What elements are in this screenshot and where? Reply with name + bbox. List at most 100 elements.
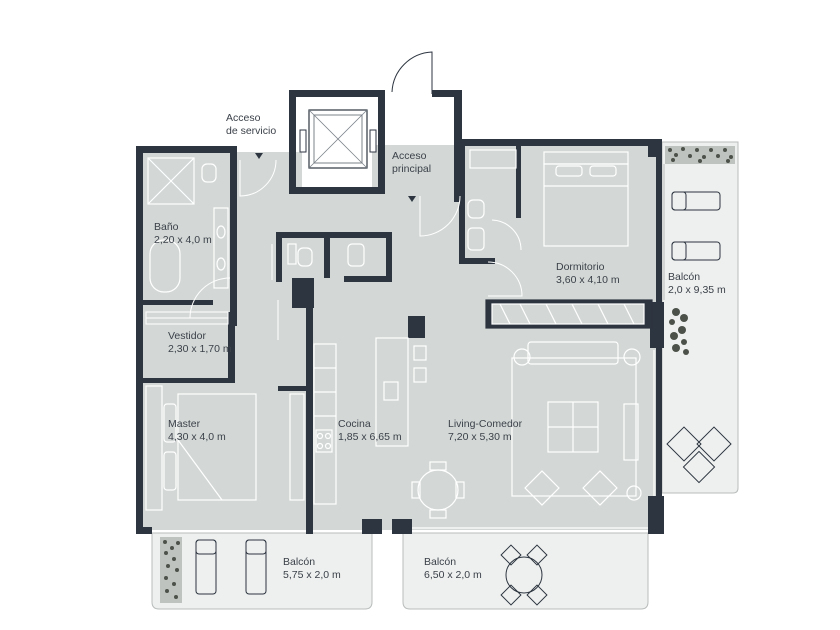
wall-vestidor-right — [228, 312, 235, 383]
shower — [147, 157, 195, 205]
wall-left-outer — [136, 146, 143, 534]
wall-wc-left — [276, 232, 282, 282]
dorm-door-swing — [487, 261, 523, 297]
label-cocina-size: 1,85 x 6,65 m — [338, 431, 402, 443]
service-door-swing — [239, 159, 277, 197]
label-balcon-right-size: 2,0 x 9,35 m — [668, 284, 726, 296]
service-arrow-1 — [255, 153, 263, 159]
wall-bottom-left — [136, 527, 152, 534]
balcony-master-floor — [151, 532, 373, 610]
sofa — [527, 341, 619, 365]
dorm-toilet — [467, 199, 485, 219]
dorm-headboard — [543, 151, 629, 165]
plant-dots-bottom — [163, 540, 180, 599]
balcony-table-chair-4 — [526, 584, 548, 606]
elevator-door-right — [369, 129, 377, 153]
dormbath-door-swing — [491, 219, 522, 251]
wall-bano-bottom — [143, 300, 213, 305]
access-markers — [255, 153, 416, 202]
dorm-closet-inner — [491, 303, 645, 325]
master-closet-2 — [289, 393, 305, 501]
elevator-door — [299, 129, 307, 153]
label-balcon-living-name: Balcón — [424, 556, 456, 568]
balcony-chair-2 — [696, 426, 732, 462]
label-living-size: 7,20 x 5,30 m — [448, 431, 512, 443]
doors — [189, 51, 523, 340]
dormitorio-fixtures — [467, 149, 653, 329]
wall-vestidor-bottom — [143, 378, 235, 383]
island-sink — [383, 381, 399, 401]
lounger-right-2-head — [671, 241, 687, 261]
balcony-table-chair-1 — [500, 544, 522, 566]
main-door-swing — [391, 51, 433, 94]
lounger-right-1-head — [671, 191, 687, 211]
sink-2 — [216, 257, 226, 271]
vanity — [213, 207, 229, 289]
dining-chair-4 — [455, 481, 465, 499]
stool-2 — [413, 367, 427, 383]
wall-elevator-left — [289, 90, 296, 194]
kitchen-column — [408, 316, 425, 338]
burner-1 — [316, 432, 324, 440]
bano-door-swing — [189, 277, 231, 319]
balcony-table-chair-2 — [526, 544, 548, 566]
wall-bottom-mid-b — [392, 519, 412, 534]
wall-kitchen-left — [306, 278, 313, 534]
bano-fixtures — [147, 157, 229, 293]
burner-3 — [316, 442, 324, 450]
wall-dorm-corner — [648, 139, 662, 157]
balcony-chair-3 — [682, 450, 716, 484]
balcony-right-floor — [661, 141, 739, 494]
label-vestidor-size: 2,30 x 1,70 m — [168, 343, 232, 355]
rug — [511, 357, 637, 497]
wc-fixtures — [287, 243, 365, 267]
walls — [136, 90, 664, 534]
label-vestidor-name: Vestidor — [168, 330, 206, 342]
label-acceso-principal-2: principal — [392, 163, 431, 175]
wall-wc-top — [276, 232, 392, 238]
balcony-furniture — [195, 164, 732, 606]
wc-sink-2 — [287, 243, 297, 265]
armchair-2 — [582, 470, 618, 506]
burner-2 — [324, 432, 332, 440]
vestidor-fixtures — [145, 311, 229, 325]
sink-1 — [216, 225, 226, 239]
wall-dormbath-right — [516, 146, 521, 218]
wall-bano-right — [230, 146, 237, 326]
wc-toilet — [297, 247, 313, 267]
label-cocina-name: Cocina — [338, 418, 371, 430]
wall-elevator-right — [378, 90, 385, 194]
label-acceso-principal-1: Acceso — [392, 150, 427, 162]
dorm-pillow-2 — [589, 165, 617, 177]
label-acceso-servicio-1: Acceso — [226, 112, 261, 124]
label-bano-size: 2,20 x 4,0 m — [154, 234, 212, 246]
cooktop — [315, 429, 333, 453]
dining-chair-3 — [411, 481, 421, 499]
floor-right-block — [462, 145, 662, 530]
dorm-sink — [467, 227, 485, 251]
elevator-inner — [313, 114, 363, 164]
plant-dots-top — [668, 147, 733, 163]
dining-chair-2 — [429, 509, 447, 519]
entry-door-swing — [419, 195, 461, 237]
label-balcon-right-name: Balcón — [668, 271, 700, 283]
wall-top-left — [136, 146, 236, 153]
floor-center-block — [232, 192, 464, 530]
label-acceso-servicio-2: de servicio — [226, 125, 276, 137]
wall-right-upper — [656, 157, 662, 307]
wc-sink — [347, 243, 365, 267]
label-bano-name: Baño — [154, 221, 179, 233]
closet-doors — [499, 303, 635, 325]
kitchen-fixtures — [313, 337, 427, 505]
label-dormitorio-size: 3,60 x 4,10 m — [556, 274, 620, 286]
balcony-living-floor — [402, 532, 649, 610]
side-table-2 — [623, 348, 641, 366]
wall-right-lower — [656, 348, 662, 518]
wall-dorm-top — [462, 139, 648, 146]
label-balcon-living-size: 6,50 x 2,0 m — [424, 569, 482, 581]
elevator — [299, 109, 377, 169]
wall-elevator-bottom — [289, 187, 385, 194]
kitchen-island — [375, 337, 409, 447]
master-bed — [177, 393, 257, 501]
